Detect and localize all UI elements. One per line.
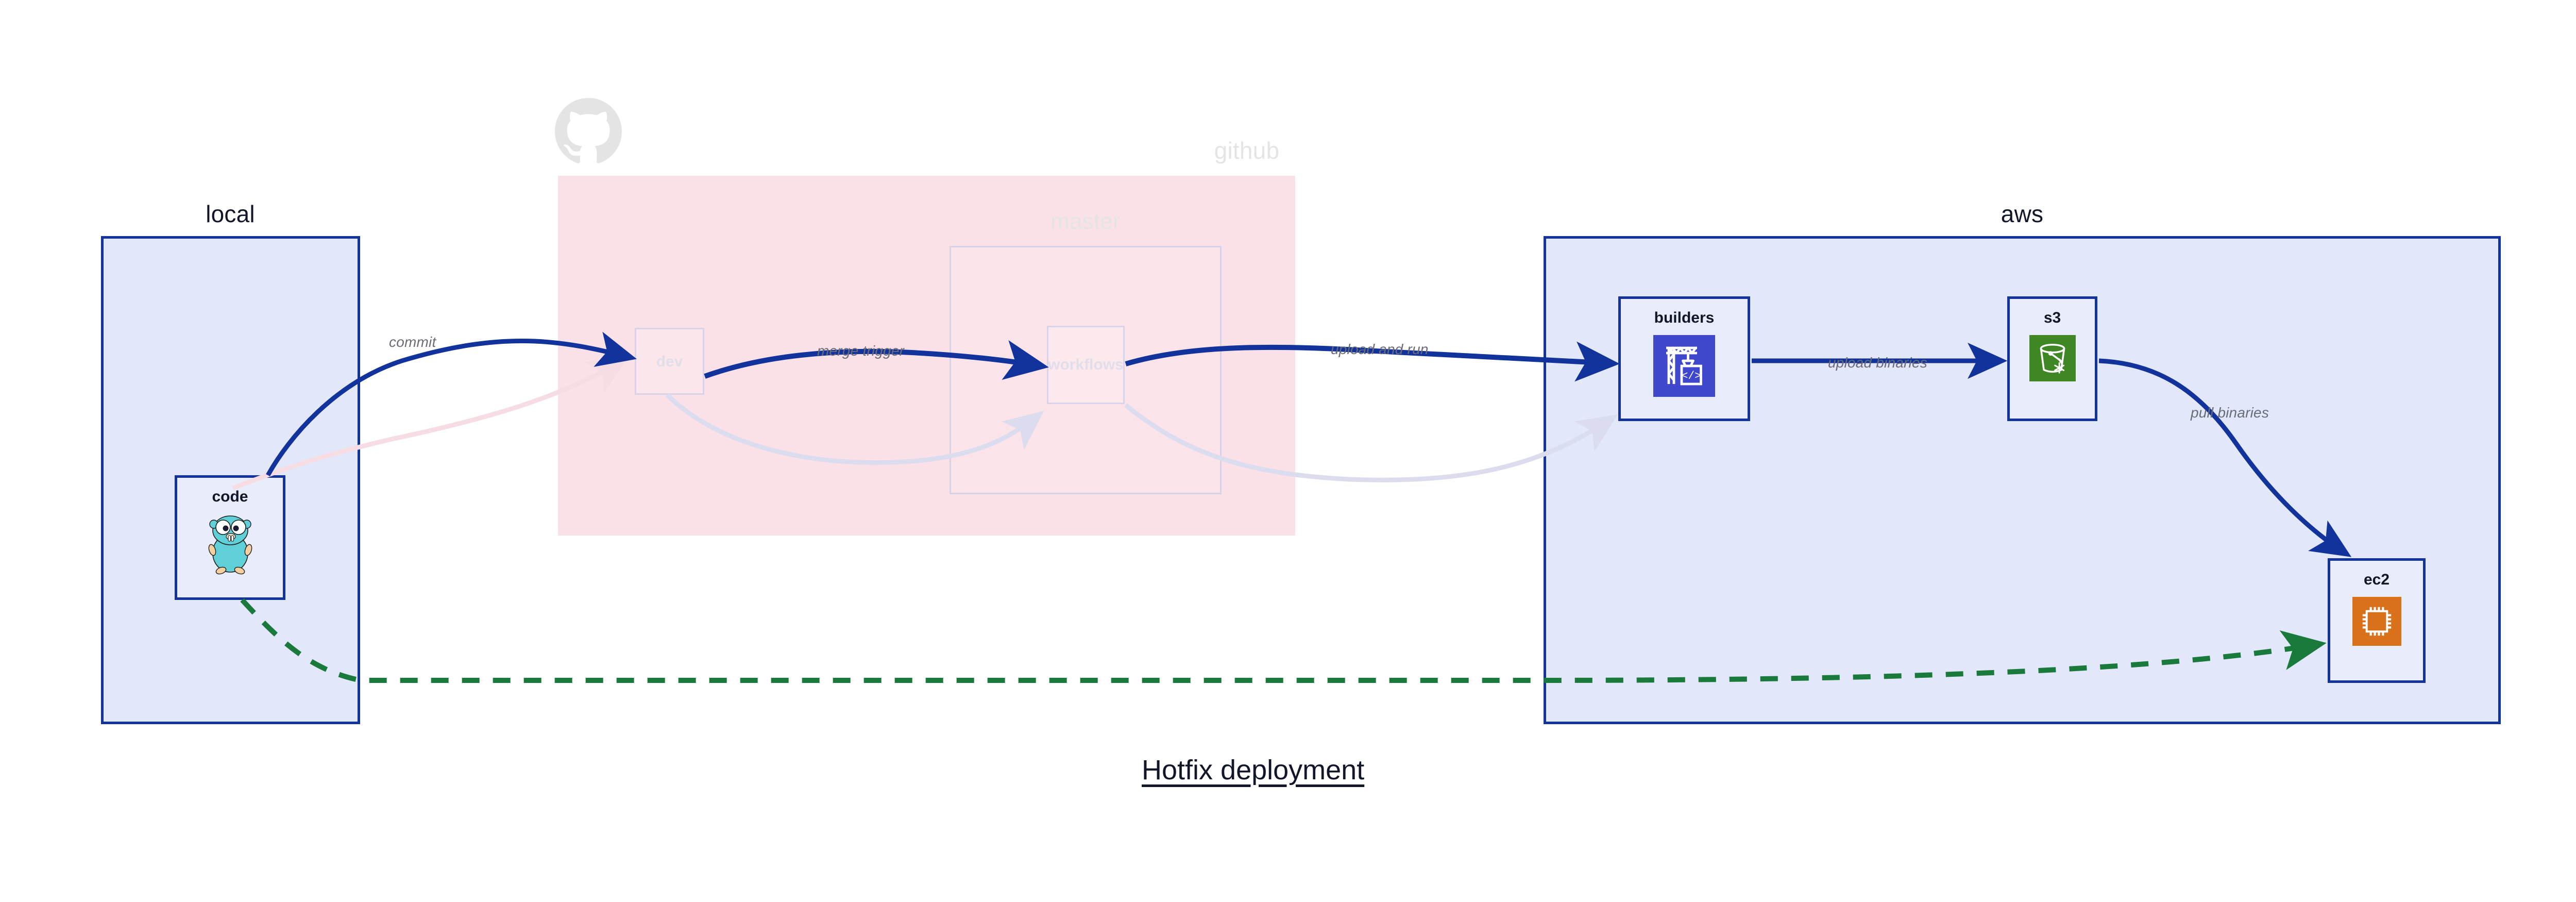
edge-label-commit: commit bbox=[389, 334, 436, 350]
node-ec2[interactable]: ec2 bbox=[2328, 558, 2426, 683]
edge-label-upload-binaries: upload binaries bbox=[1828, 355, 1927, 371]
node-builders[interactable]: builders </> bbox=[1618, 296, 1750, 421]
node-dev[interactable]: dev bbox=[635, 328, 704, 395]
edge-label-pull-binaries: pull binaries bbox=[2191, 405, 2269, 421]
edge-label-upload-and-run: upload and run bbox=[1331, 341, 1429, 357]
cluster-title-aws: aws bbox=[2001, 201, 2044, 227]
diagram-title: Hotfix deployment bbox=[1142, 755, 1365, 786]
svg-text:</>: </> bbox=[1682, 370, 1701, 382]
node-builders-label: builders bbox=[1654, 309, 1715, 326]
node-workflows[interactable]: workflows bbox=[1047, 326, 1125, 404]
cluster-title-local: local bbox=[206, 201, 255, 227]
subgraph-title-master: master bbox=[1050, 209, 1121, 234]
node-ec2-label: ec2 bbox=[2363, 571, 2390, 588]
aws-s3-glacier-icon bbox=[2029, 335, 2076, 384]
node-workflows-label: workflows bbox=[1048, 356, 1124, 373]
edge-label-merge-trigger: merge trigger bbox=[817, 343, 905, 359]
go-gopher-icon bbox=[199, 514, 261, 577]
node-dev-label: dev bbox=[656, 353, 683, 370]
node-s3-label: s3 bbox=[2043, 309, 2061, 326]
aws-ec2-chip-icon bbox=[2352, 597, 2401, 648]
node-code-label: code bbox=[212, 488, 248, 505]
node-code[interactable]: code bbox=[175, 475, 285, 600]
cluster-title-github: github bbox=[1214, 137, 1280, 164]
aws-codebuild-icon: </> bbox=[1653, 335, 1715, 399]
node-s3[interactable]: s3 bbox=[2007, 296, 2097, 421]
github-logo-icon bbox=[555, 98, 622, 163]
